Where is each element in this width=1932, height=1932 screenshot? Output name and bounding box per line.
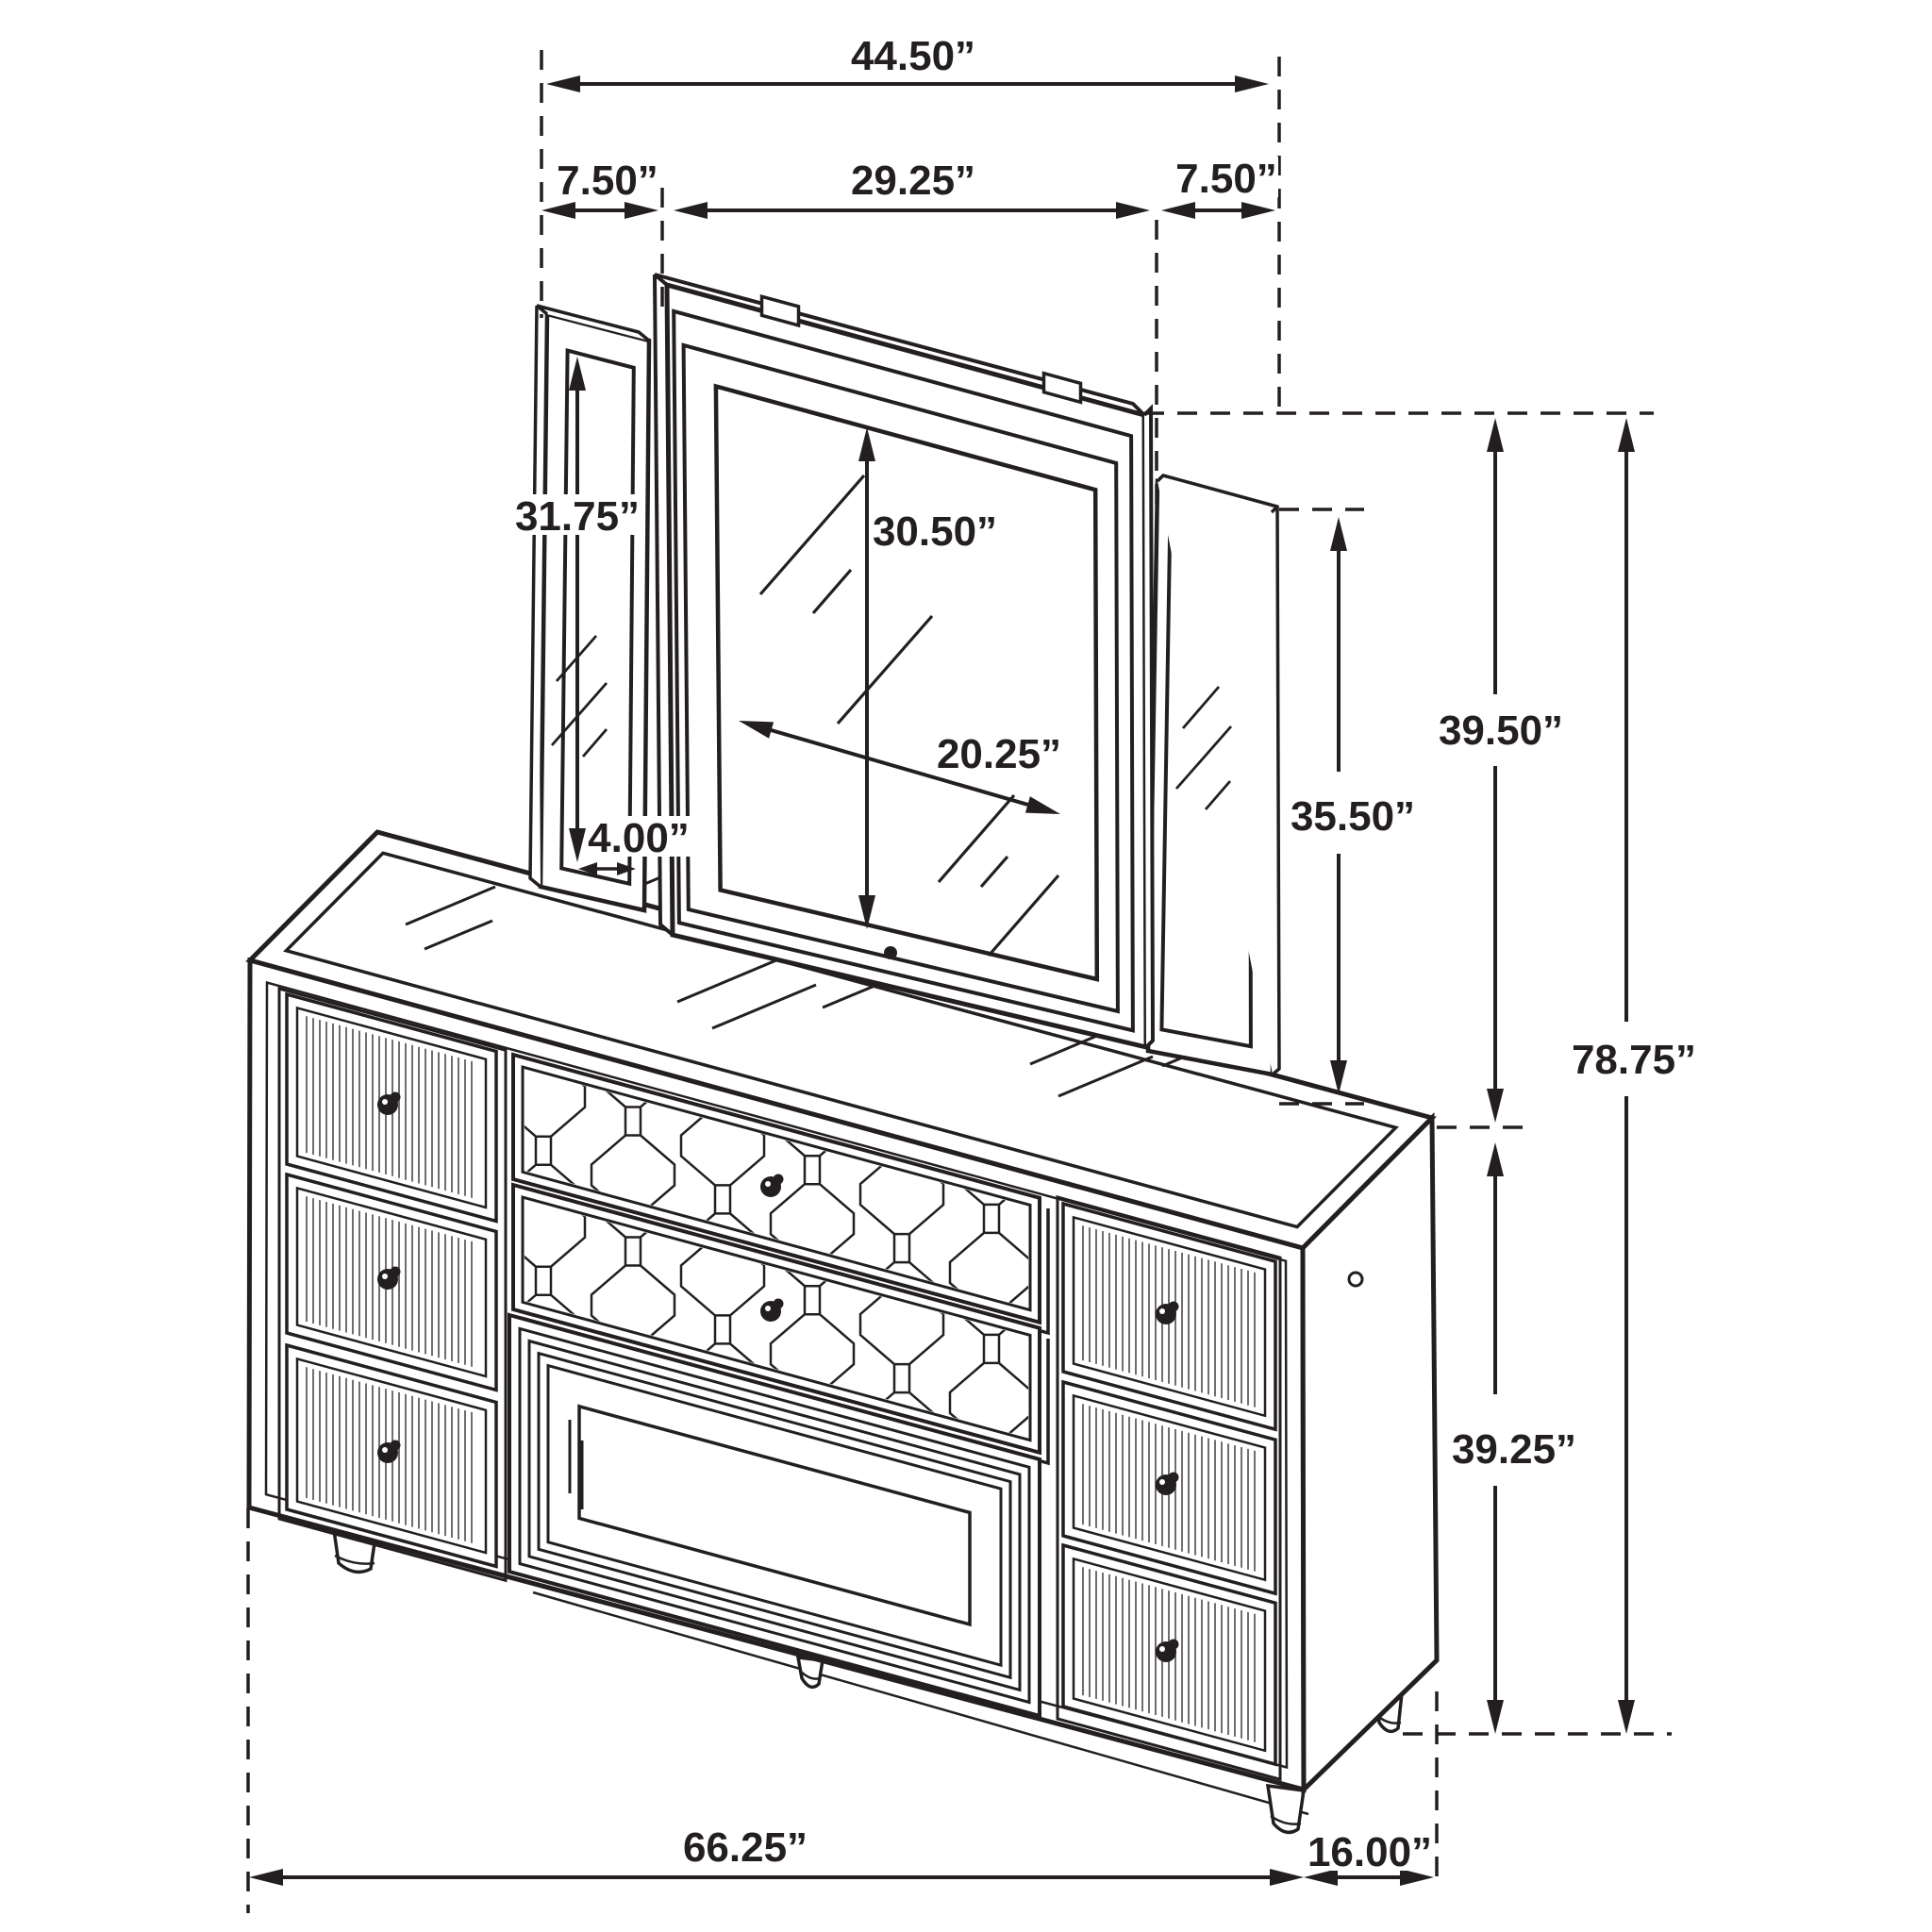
svg-text:78.75”: 78.75” xyxy=(1572,1037,1696,1083)
svg-text:30.50”: 30.50” xyxy=(873,508,997,555)
svg-text:35.50”: 35.50” xyxy=(1291,793,1415,840)
svg-text:44.50”: 44.50” xyxy=(851,33,975,79)
svg-text:7.50”: 7.50” xyxy=(1175,156,1277,202)
svg-text:20.25”: 20.25” xyxy=(937,731,1061,777)
svg-text:39.50”: 39.50” xyxy=(1439,708,1563,754)
svg-text:66.25”: 66.25” xyxy=(683,1824,808,1871)
svg-text:39.25”: 39.25” xyxy=(1452,1426,1576,1473)
svg-text:29.25”: 29.25” xyxy=(851,158,975,204)
svg-text:7.50”: 7.50” xyxy=(557,158,658,204)
svg-text:4.00”: 4.00” xyxy=(588,815,690,861)
svg-text:16.00”: 16.00” xyxy=(1307,1829,1432,1875)
svg-text:31.75”: 31.75” xyxy=(515,493,640,540)
